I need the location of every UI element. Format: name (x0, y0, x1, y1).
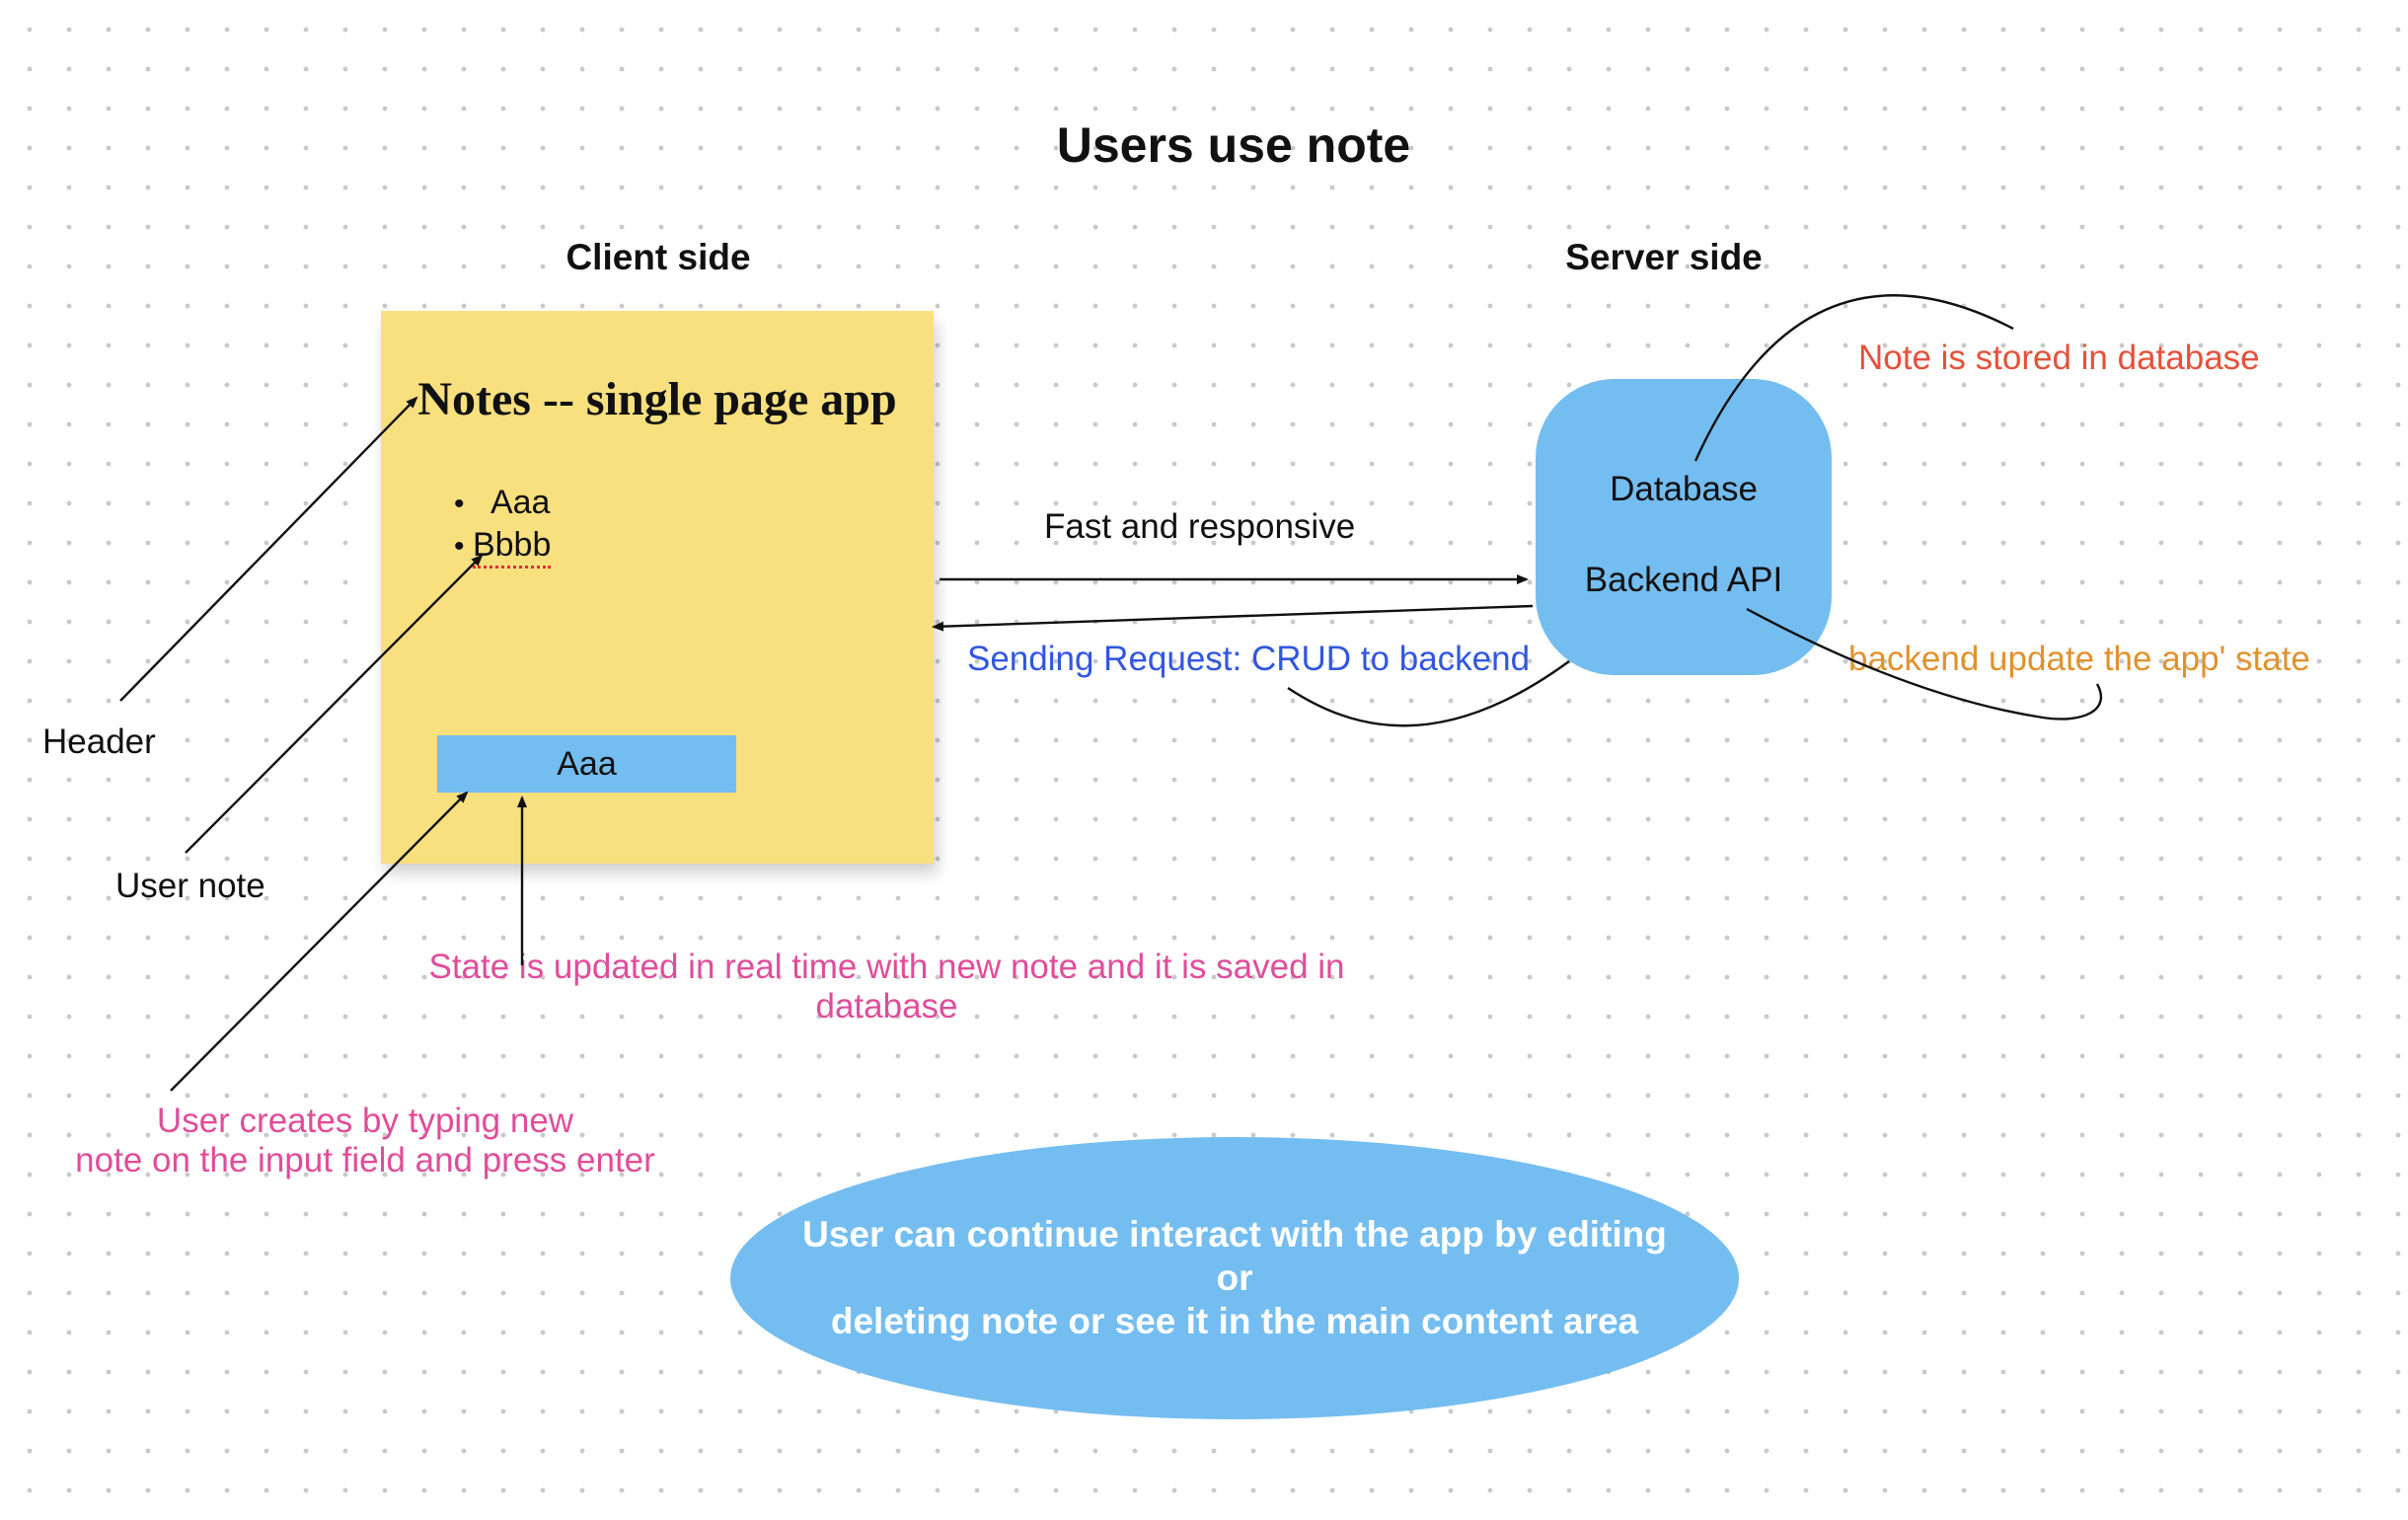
header-arrow (119, 396, 418, 702)
state-updated-line-1: State is updated in real time with new n… (428, 948, 1345, 986)
app-header-text: Notes -- single page app (417, 373, 897, 425)
note-stored-label: Note is stored in database (1858, 339, 2260, 377)
note-list-item: • Bbbb (454, 526, 552, 569)
user-note-annotation: User note (115, 867, 265, 905)
note-item-2: Bbbb (472, 526, 552, 569)
note-item-1: Aaa (489, 484, 551, 521)
state-updated-line-2: database (815, 987, 958, 1026)
fast-responsive-label: Fast and responsive (1044, 507, 1356, 546)
state-updated-label: State is updated in real time with new n… (0, 948, 1773, 1026)
header-annotation: Header (42, 722, 156, 761)
note-list-item: • Aaa (454, 484, 550, 522)
server-side-heading: Server side (1565, 237, 1763, 277)
user-creates-line-2: note on the input field and press enter (75, 1141, 655, 1179)
backend-update-label: backend update the app' state (1848, 640, 2310, 678)
client-side-heading: Client side (565, 237, 751, 277)
bullet-icon: • (454, 488, 465, 520)
new-note-input[interactable]: Aaa (437, 735, 736, 793)
bullet-icon: • (454, 530, 465, 563)
user-creates-label: User creates by typing new note on the i… (0, 1102, 730, 1180)
summary-text: User can continue interact with the app … (790, 1213, 1679, 1343)
sending-request-label: Sending Request: CRUD to backend (967, 640, 1531, 678)
client-app-sticky-note[interactable]: Notes -- single page app • Aaa • Bbbb Aa… (381, 311, 934, 864)
summary-ellipse[interactable]: User can continue interact with the app … (730, 1137, 1739, 1419)
server-box[interactable]: Database Backend API (1536, 379, 1832, 675)
summary-line-2: deleting note or see it in the main cont… (830, 1301, 1639, 1341)
summary-line-1: User can continue interact with the app … (802, 1214, 1667, 1298)
diagram-title: Users use note (1056, 117, 1411, 173)
backend-api-label: Backend API (1584, 561, 1783, 599)
user-creates-line-1: User creates by typing new (156, 1102, 574, 1140)
database-label: Database (1610, 470, 1758, 508)
response-arrow (932, 604, 1534, 632)
